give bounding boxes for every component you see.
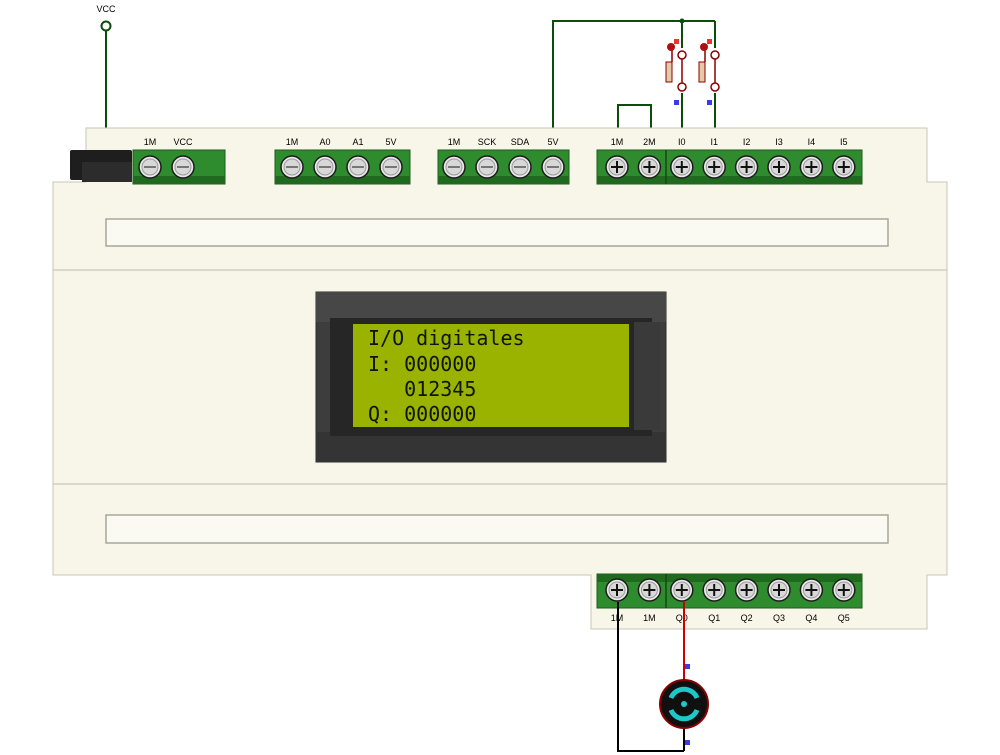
pin-label: Q3 xyxy=(773,613,785,623)
pin-label: 1M xyxy=(286,137,299,147)
pin-label: A1 xyxy=(352,137,363,147)
terminal-screw[interactable] xyxy=(379,155,403,179)
pin-label: Q2 xyxy=(741,613,753,623)
pin-label: 1M xyxy=(643,613,656,623)
terminal-screw[interactable] xyxy=(702,578,726,602)
pin-label: 5V xyxy=(385,137,396,147)
terminal-screw[interactable] xyxy=(767,155,791,179)
terminal-block-top-1 xyxy=(132,149,226,185)
pin-label: I1 xyxy=(710,137,718,147)
pin-label: SCK xyxy=(478,137,497,147)
push-button-i0[interactable] xyxy=(665,39,687,105)
terminal-block-bottom xyxy=(596,573,863,609)
label-slot-bottom xyxy=(105,514,889,544)
terminal-screw[interactable] xyxy=(541,155,565,179)
lcd-line-1: I/O digitales xyxy=(368,326,525,350)
terminal-screw[interactable] xyxy=(442,155,466,179)
pin-label: I5 xyxy=(840,137,848,147)
terminal-screw[interactable] xyxy=(832,155,856,179)
terminal-screw[interactable] xyxy=(346,155,370,179)
pin-label: 2M xyxy=(643,137,656,147)
pin-label: I0 xyxy=(678,137,686,147)
terminal-screw[interactable] xyxy=(637,578,662,602)
power-jack xyxy=(70,150,132,182)
terminal-screw[interactable] xyxy=(313,155,337,179)
pin-label: I2 xyxy=(743,137,751,147)
top-connector-labels: 1M VCC 1M A0 A1 5V 1M SCK SDA 5V 1M 2M I0 I1 I2 I3 I4 I5 xyxy=(144,137,848,147)
pin-label: 1M xyxy=(448,137,461,147)
pin-label: Q4 xyxy=(805,613,817,623)
pin-label: Q1 xyxy=(708,613,720,623)
terminal-screw[interactable] xyxy=(670,578,694,602)
pin-label: Q0 xyxy=(676,613,688,623)
terminal-screw[interactable] xyxy=(767,578,791,602)
terminal-screw[interactable] xyxy=(734,578,759,602)
lcd-screen xyxy=(353,324,629,427)
lcd-line-4: Q: 000000 xyxy=(368,402,476,426)
terminal-screw[interactable] xyxy=(508,155,532,179)
terminal-screw[interactable] xyxy=(734,155,759,179)
terminal-screw[interactable] xyxy=(799,578,824,602)
terminal-screw[interactable] xyxy=(637,155,662,179)
terminal-screw[interactable] xyxy=(138,155,162,179)
terminal-screw[interactable] xyxy=(799,155,824,179)
terminal-block-top-4 xyxy=(596,149,863,185)
terminal-screw[interactable] xyxy=(171,155,195,179)
terminal-block-top-2 xyxy=(274,149,411,185)
terminal-screw[interactable] xyxy=(475,155,499,179)
lcd-line-2: I: 000000 xyxy=(368,352,476,376)
terminal-screw[interactable] xyxy=(832,578,856,602)
vcc-label: VCC xyxy=(96,4,116,14)
terminal-screw[interactable] xyxy=(605,155,629,179)
lcd-module: I/O digitales I: 000000 012345 Q: 000000 xyxy=(315,291,667,463)
pin-label: 1M xyxy=(611,137,624,147)
terminal-screw[interactable] xyxy=(280,155,304,179)
pin-label: SDA xyxy=(511,137,530,147)
pin-label: VCC xyxy=(173,137,193,147)
pin-label: 5V xyxy=(547,137,558,147)
terminal-screw[interactable] xyxy=(702,155,726,179)
push-button-i1[interactable] xyxy=(698,39,720,105)
terminal-block-top-3 xyxy=(437,149,570,185)
terminal-screw[interactable] xyxy=(670,155,694,179)
dc-motor xyxy=(659,679,709,729)
pin-label: A0 xyxy=(319,137,330,147)
pin-label: 1M xyxy=(144,137,157,147)
terminal-blocks xyxy=(132,149,863,609)
pin-label: Q5 xyxy=(838,613,850,623)
lcd-line-3: 012345 xyxy=(368,377,476,401)
terminal-screw[interactable] xyxy=(605,578,629,602)
pin-label: I3 xyxy=(775,137,783,147)
label-slot-top xyxy=(105,218,889,247)
vcc-terminal: VCC xyxy=(96,4,116,32)
pin-label: I4 xyxy=(808,137,816,147)
